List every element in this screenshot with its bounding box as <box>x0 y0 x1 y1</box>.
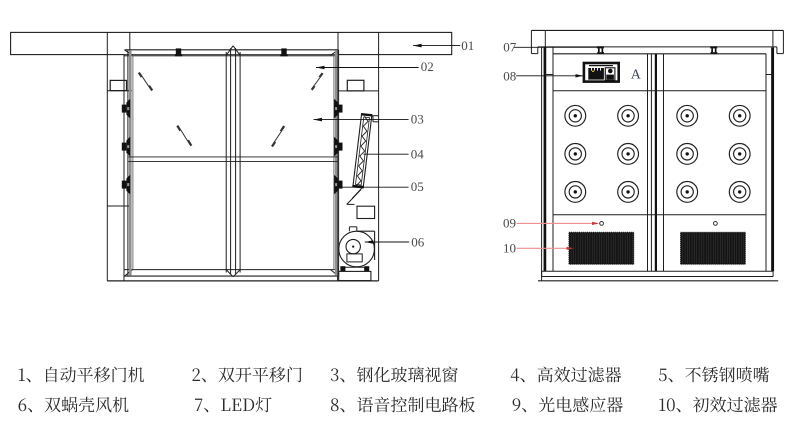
svg-text:02: 02 <box>421 59 434 74</box>
svg-text:04: 04 <box>411 146 425 161</box>
svg-text:A: A <box>631 67 642 82</box>
svg-text:09: 09 <box>503 216 516 231</box>
svg-text:08: 08 <box>503 69 516 84</box>
svg-text:07: 07 <box>503 39 517 54</box>
svg-text:06: 06 <box>411 234 425 249</box>
svg-text:05: 05 <box>411 179 424 194</box>
svg-text:03: 03 <box>411 112 424 127</box>
svg-text:10: 10 <box>503 241 516 256</box>
svg-text:01: 01 <box>461 38 474 53</box>
